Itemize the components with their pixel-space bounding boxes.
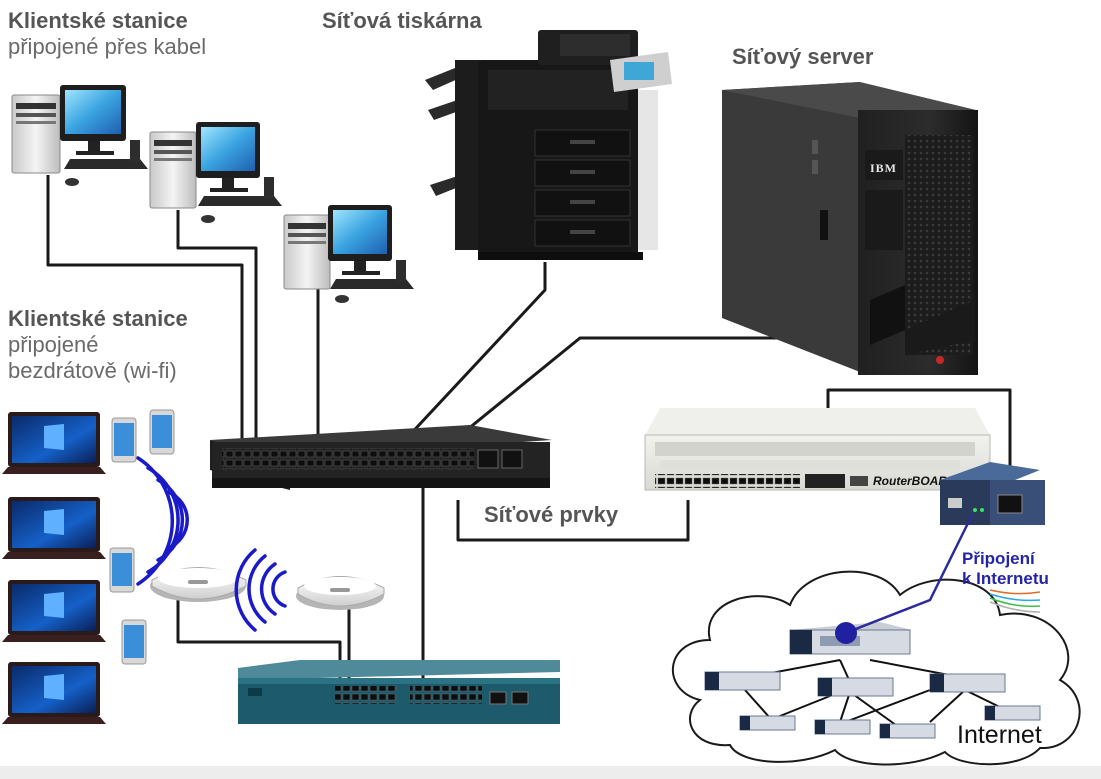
smartphone-icon [149,409,175,455]
access-point-2 [296,576,385,610]
desktop-pc-2 [149,122,282,223]
media-converter-icon [940,462,1045,525]
laptops [2,412,106,724]
printer-icon [425,30,672,260]
laptop-icon [2,497,106,559]
wired-clients-subtitle: připojené přes kabel [8,34,207,59]
desktop-pc-icon [11,85,148,186]
network-printer [425,30,672,260]
cloud-router-mid [817,677,894,697]
smartphone-icon [121,619,147,665]
cloud-router-bottom-3 [879,723,936,739]
printer-label: Síťová tiskárna [322,8,482,33]
internet-connection-line-2: k Internetu [962,569,1049,588]
internet-uplink [835,514,1041,644]
switch-icon [210,425,552,490]
cable-pc1-switch [46,175,244,445]
laptop-icon [2,412,106,474]
access-switch [238,660,560,724]
smartphones [109,409,175,665]
access-point-icon [296,576,385,610]
wifi-waves-icon [234,548,287,632]
router-brand: RouterBOARD [873,474,956,488]
smartphone-icon [111,417,137,463]
wifi-clients-subtitle-2: bezdrátově (wi-fi) [8,358,177,383]
wifi-clients-subtitle-1: připojené [8,332,99,357]
cloud-router-right [929,673,1006,693]
access-point-1 [150,567,247,602]
smartphone-icon [109,547,135,593]
wired-clients-label: Klientské stanice připojené přes kabel [8,8,206,60]
media-converter [940,462,1045,525]
switch-icon [238,660,560,724]
server-label: Síťový server [732,44,874,69]
cable-switch-router [456,500,690,542]
server-brand: IBM [870,161,897,175]
laptop-4 [2,662,106,724]
wifi-waves-icon [136,456,189,586]
laptop-icon [2,580,106,642]
laptop-1 [2,412,106,474]
internet-cloud [672,570,1081,766]
cloud-router-left [704,671,781,691]
cloud-router-bottom-4 [984,705,1041,721]
router-icon [644,408,991,491]
network-server: IBM [722,82,978,375]
laptop-2 [2,497,106,559]
footer-bar [0,766,1101,779]
desktop-pc-icon [149,122,282,223]
wifi-clients-title: Klientské stanice [8,306,188,331]
server-tower-icon [722,82,978,375]
wifi-waves-left [136,456,189,586]
desktop-pc-icon [283,205,414,303]
laptop-3 [2,580,106,642]
cloud-router-bottom-1 [739,715,796,731]
smartphone-4 [121,619,147,665]
wifi-waves-middle [234,548,287,632]
desktop-pc-3 [283,205,414,303]
wifi-clients-label: Klientské stanice připojené bezdrátově (… [8,306,188,384]
internet-connection-label: Připojení k Internetu [962,549,1049,589]
internet-label: Internet [957,721,1042,749]
main-switch [210,425,552,490]
cable-pc2-switch [176,210,258,445]
internet-connection-line-1: Připojení [962,549,1035,568]
laptop-icon [2,662,106,724]
cloud-router-bottom-2 [814,719,871,735]
network-devices-label: Síťové prvky [484,502,619,527]
smartphone-1 [111,417,137,463]
fiber-strands [989,589,1041,613]
access-point-icon [150,567,247,602]
router: RouterBOARD [644,408,991,491]
smartphone-2 [149,409,175,455]
wired-clients-title: Klientské stanice [8,8,188,33]
desktop-pc-1 [11,85,148,186]
cable-printer-switch [403,262,547,442]
smartphone-3 [109,547,135,593]
